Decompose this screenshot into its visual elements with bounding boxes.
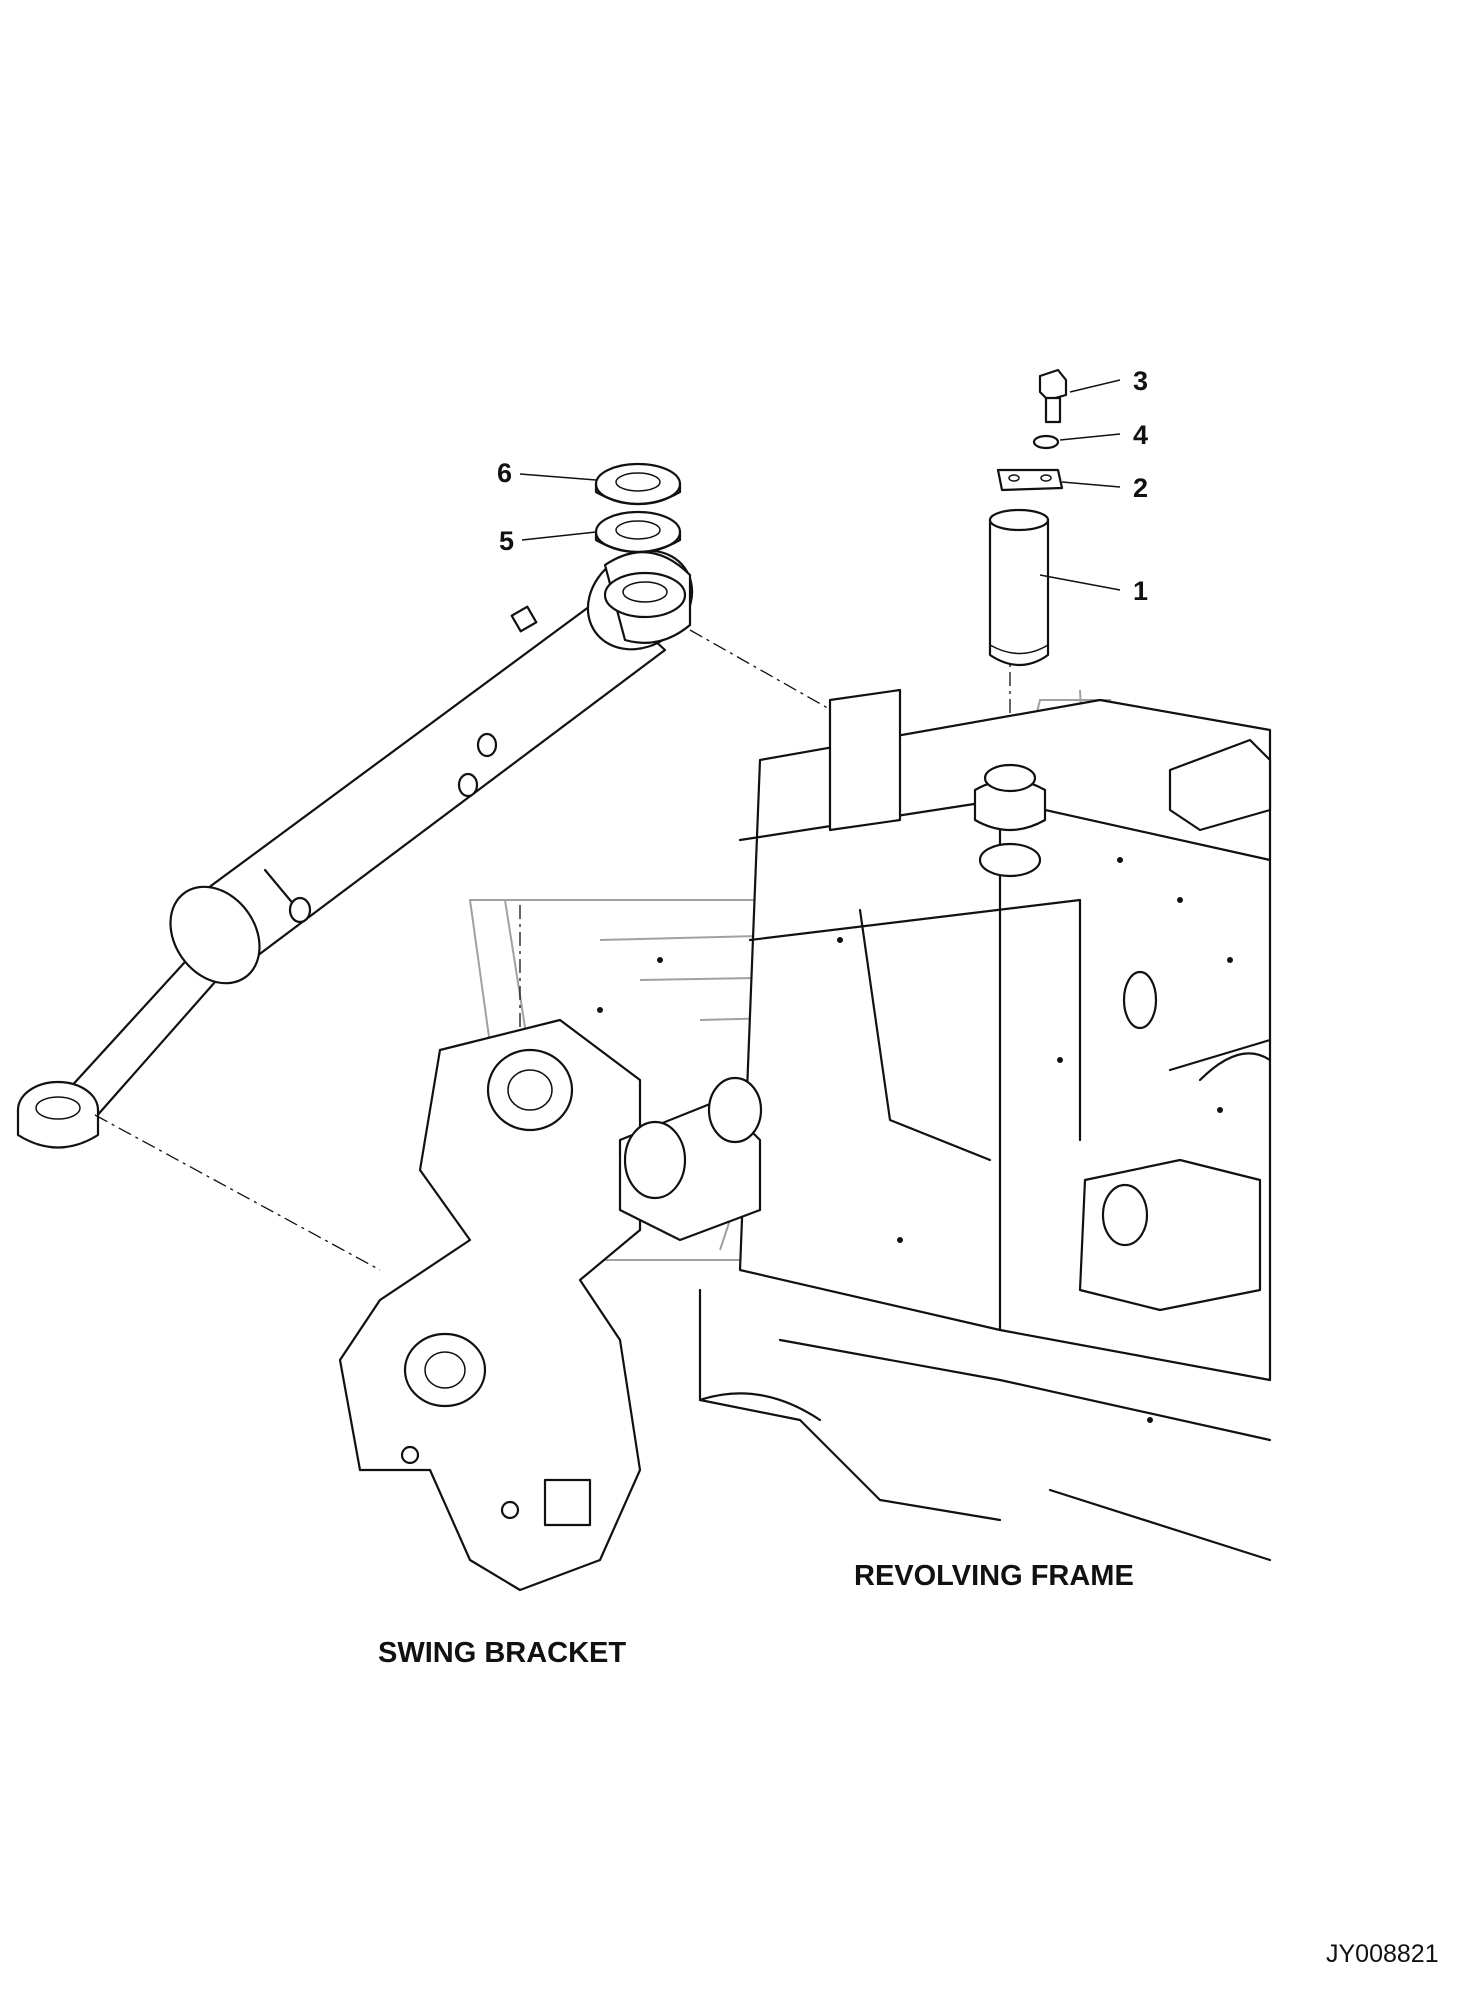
label-revolving-frame: REVOLVING FRAME [854, 1560, 1134, 1592]
washers [594, 462, 682, 554]
callout-6: 6 [497, 458, 512, 488]
pin-stack [988, 368, 1068, 666]
revolving-frame [738, 688, 1272, 1562]
label-swing-bracket: SWING BRACKET [378, 1637, 626, 1669]
callout-4: 4 [1133, 420, 1148, 450]
callout-2: 2 [1133, 473, 1148, 503]
swing-bracket [338, 1018, 1002, 1592]
callout-1: 1 [1133, 576, 1148, 606]
callout-3: 3 [1133, 366, 1148, 396]
leader-lines [519, 379, 1121, 591]
callout-5: 5 [499, 526, 514, 556]
frame-bolt-holes [597, 857, 1233, 1423]
swing-cylinder [16, 549, 694, 1149]
drawing-code: JY008821 [1326, 1940, 1439, 1968]
